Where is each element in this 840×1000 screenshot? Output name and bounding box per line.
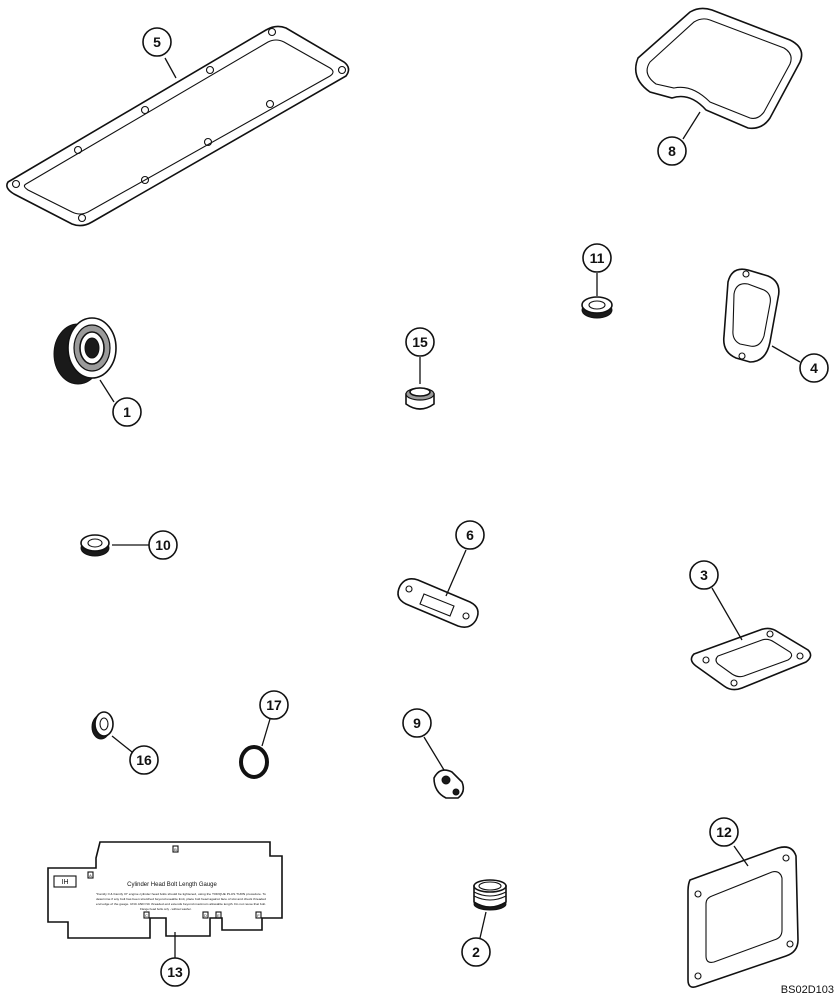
svg-text:E: E: [217, 913, 220, 918]
svg-text:B: B: [174, 847, 177, 852]
callout-16: 16: [129, 745, 159, 775]
callout-3: 3: [689, 560, 719, 590]
leader-17: [261, 718, 271, 747]
part-2-cup-plug: [473, 879, 507, 911]
svg-text:1: 1: [123, 404, 131, 420]
part-4-gasket: [722, 268, 780, 363]
svg-text:11: 11: [590, 250, 605, 266]
svg-text:6: 6: [466, 527, 474, 543]
svg-text:F: F: [257, 913, 260, 918]
callout-8: 8: [657, 136, 687, 166]
svg-text:8: 8: [668, 143, 676, 159]
callout-2: 2: [461, 937, 491, 967]
callout-4: 4: [799, 353, 829, 383]
svg-text:2: 2: [472, 944, 480, 960]
part-17-o-ring: [239, 745, 269, 779]
part-13-bolt-length-gauge: IH Cylinder Head Bolt Length Gauge "Fami…: [47, 841, 283, 939]
part-1-seal: [53, 317, 117, 385]
part-9-clip: [433, 769, 465, 799]
gauge-instruction-line-4: Flange head bolts only - without washer.: [140, 907, 192, 911]
svg-text:9: 9: [413, 715, 421, 731]
gauge-instruction-line-1: "Family II & Family III" engine cylinder…: [96, 892, 266, 896]
gauge-instruction-line-2: determine if any bolt has been stretched…: [96, 897, 266, 901]
part-5-gasket: [6, 25, 350, 227]
gauge-instruction-line-3: end edge of the gauge. UNC AND NC thread…: [96, 902, 266, 906]
callout-6: 6: [455, 520, 485, 550]
callout-13: 13: [160, 957, 190, 987]
svg-text:D: D: [204, 913, 207, 918]
gauge-logo-box: [53, 875, 77, 888]
part-15-plug: [405, 387, 435, 410]
leader-9: [423, 736, 445, 771]
callout-17: 17: [259, 690, 289, 720]
callout-5: 5: [142, 27, 172, 57]
svg-text:13: 13: [167, 964, 183, 980]
svg-text:4: 4: [810, 360, 818, 376]
leader-3: [711, 587, 743, 641]
callout-15: 15: [405, 327, 435, 357]
gauge-title: Cylinder Head Bolt Length Gauge: [127, 882, 217, 888]
leader-6: [445, 549, 467, 597]
leader-1: [99, 379, 115, 403]
svg-text:15: 15: [412, 334, 428, 350]
leader-16: [111, 735, 133, 753]
part-11-seal: [581, 296, 613, 319]
svg-text:16: 16: [136, 752, 152, 768]
part-8-gasket: [634, 7, 803, 130]
svg-text:17: 17: [266, 697, 282, 713]
svg-text:A: A: [89, 873, 92, 878]
callout-11: 11: [582, 243, 612, 273]
part-16-washer: [91, 711, 114, 740]
svg-text:3: 3: [700, 567, 708, 583]
leader-8: [682, 111, 701, 140]
callout-9: 9: [402, 708, 432, 738]
svg-text:C: C: [145, 913, 148, 918]
leader-4: [771, 345, 801, 363]
callout-1: 1: [112, 397, 142, 427]
leader-5: [164, 57, 177, 79]
svg-text:5: 5: [153, 34, 161, 50]
gauge-logo-text: IH: [62, 879, 69, 886]
part-10-seal: [80, 534, 110, 557]
svg-text:10: 10: [155, 537, 171, 553]
callout-10: 10: [148, 530, 178, 560]
svg-text:12: 12: [716, 824, 732, 840]
leader-2: [479, 911, 487, 939]
callout-12: 12: [709, 817, 739, 847]
part-6-gasket: [397, 578, 479, 628]
leader-12: [733, 845, 749, 867]
part-12-gasket: [687, 846, 799, 988]
part-3-gasket: [690, 627, 812, 691]
drawing-code: BS02D103: [780, 984, 834, 996]
